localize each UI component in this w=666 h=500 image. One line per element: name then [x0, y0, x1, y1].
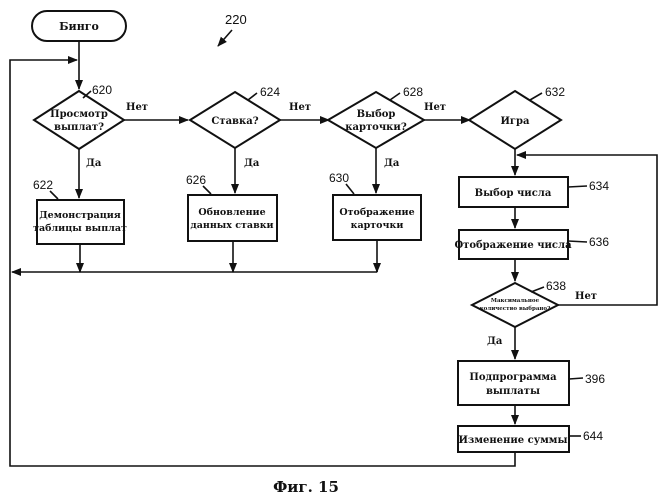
decision-628-line2: карточки?: [345, 122, 407, 133]
label-624-yes: Да: [244, 158, 260, 169]
box-622-line2: таблицы выплат: [33, 223, 127, 234]
ref-630: 630: [329, 171, 349, 185]
ref-622: 622: [33, 178, 53, 192]
label-624-no: Нет: [289, 102, 311, 113]
box-636-line1: Отображение числа: [454, 240, 572, 251]
box-payout-subroutine: [458, 361, 569, 405]
box-622-line1: Демонстрация: [39, 210, 121, 221]
figure-caption: Фиг. 15: [273, 478, 339, 496]
label-620-yes: Да: [86, 158, 102, 169]
label-628-no: Нет: [424, 102, 446, 113]
start-label: Бинго: [59, 20, 99, 33]
ref-632-leader: [530, 93, 542, 100]
decision-628-line1: Выбор: [357, 109, 396, 120]
ref-626-leader: [203, 186, 211, 194]
decision-choose-card: [328, 92, 424, 148]
ref-638: 638: [546, 279, 566, 293]
ref-396-leader: [569, 378, 583, 379]
ref-634: 634: [589, 179, 609, 193]
decision-620-line1: Просмотр: [50, 109, 108, 120]
box-626-line2: данных ставки: [190, 220, 273, 231]
label-638-no: Нет: [575, 291, 597, 302]
decision-638-line1: Максимальное: [491, 298, 540, 304]
ref-634-leader: [568, 186, 587, 187]
decision-624-line1: Ставка?: [211, 116, 258, 127]
label-628-yes: Да: [384, 158, 400, 169]
decision-620-line2: выплат?: [54, 122, 104, 133]
ref-628: 628: [403, 85, 423, 99]
ref-396: 396: [585, 372, 605, 386]
box-630-line1: Отображение: [339, 207, 414, 218]
decision-638-line2: количество выбрано?: [480, 305, 551, 312]
box-update-bet-data: [188, 195, 277, 241]
ref-620: 620: [92, 83, 112, 97]
ref-638-leader: [531, 287, 544, 292]
ref-628-leader: [390, 93, 400, 100]
ref-626: 626: [186, 173, 206, 187]
ref-644: 644: [583, 429, 603, 443]
ref-632: 632: [545, 85, 565, 99]
ref-624-leader: [248, 93, 257, 100]
figure-ref-arrow: [218, 30, 232, 46]
box-396-line1: Подпрограмма: [469, 372, 557, 383]
decision-632-line1: Игра: [500, 116, 530, 127]
label-620-no: Нет: [126, 102, 148, 113]
box-626-line1: Обновление: [198, 207, 265, 218]
box-634-line1: Выбор числа: [475, 188, 552, 199]
ref-624: 624: [260, 85, 280, 99]
figure-ref-number: 220: [225, 12, 247, 27]
ref-630-leader: [346, 184, 354, 194]
decision-view-payouts: [34, 91, 124, 149]
label-638-yes: Да: [487, 336, 503, 347]
box-630-line2: карточки: [351, 220, 404, 231]
box-644-line1: Изменение суммы: [458, 435, 567, 446]
box-show-payout-table: [37, 200, 124, 244]
ref-636: 636: [589, 235, 609, 249]
ref-636-leader: [568, 241, 587, 242]
box-396-line2: выплаты: [486, 386, 540, 397]
ref-622-leader: [50, 191, 58, 199]
